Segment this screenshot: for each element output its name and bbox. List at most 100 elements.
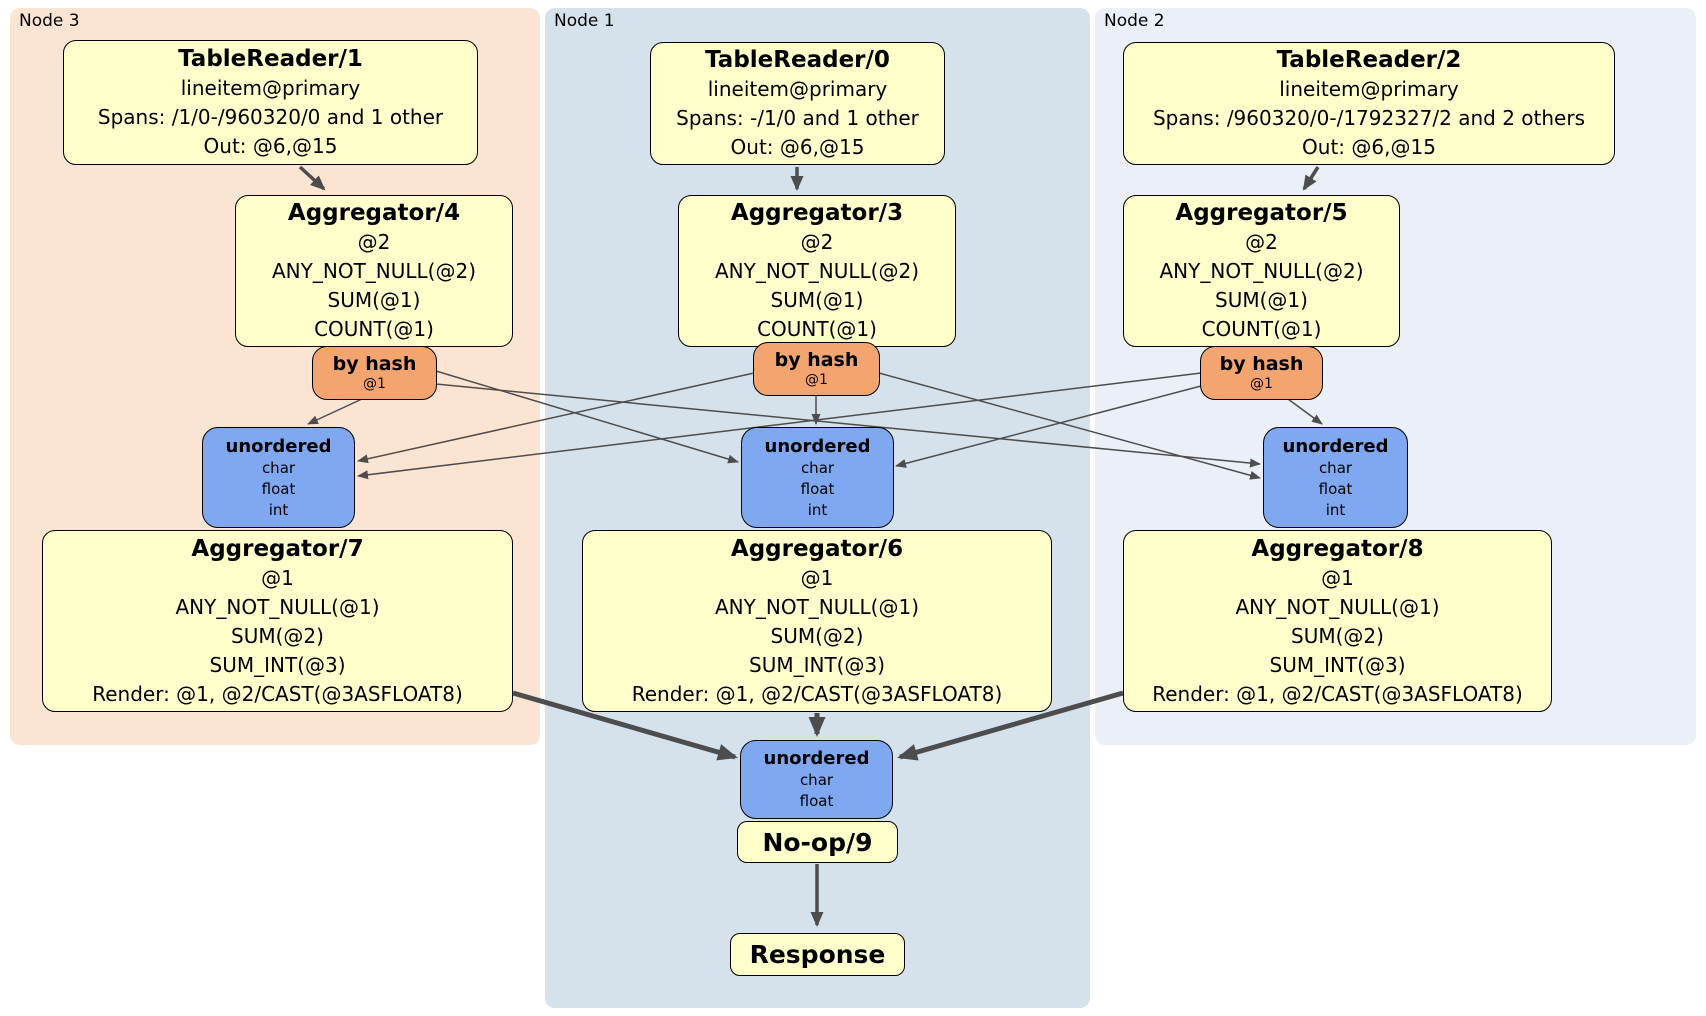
sync-stream: float — [261, 479, 296, 498]
processor-line: SUM(@1) — [1215, 288, 1308, 312]
edge-hash1-sync3 — [357, 372, 755, 464]
hash-router-node3: by hash @1 — [312, 346, 437, 400]
unordered-sync-node1: unordered char float int — [741, 427, 894, 528]
processor-line: @2 — [800, 230, 834, 254]
processor-line: ANY_NOT_NULL(@1) — [715, 594, 919, 619]
processor-title: TableReader/1 — [178, 46, 363, 72]
edge-hash3-sync3 — [307, 398, 363, 425]
edge-tr2-agg5 — [1302, 166, 1320, 191]
edge-hash2-sync1 — [895, 385, 1202, 468]
edge-agg7-finalsync — [512, 690, 738, 761]
router-title: by hash — [332, 353, 417, 375]
sync-stream: float — [1318, 479, 1353, 498]
processor-title: Aggregator/5 — [1175, 200, 1348, 226]
sync-stream: float — [799, 792, 834, 810]
processor-line: lineitem@primary — [707, 77, 888, 101]
processor-title: Aggregator/4 — [287, 200, 461, 226]
processor-line: ANY_NOT_NULL(@1) — [1235, 594, 1440, 619]
processor-line: SUM(@1) — [327, 288, 421, 312]
edge-hash1-sync2 — [878, 372, 1261, 480]
processor-title: Aggregator/7 — [191, 535, 364, 562]
sync-stream: char — [261, 458, 296, 477]
processor-line: Spans: /1/0-/960320/0 and 1 other — [97, 105, 444, 129]
edge-hash2-sync2 — [1287, 398, 1323, 425]
sync-stream: char — [1318, 458, 1353, 477]
processor-title: TableReader/2 — [1276, 47, 1462, 73]
processor-line: Out: @6,@15 — [730, 135, 865, 159]
router-key: @1 — [1250, 376, 1273, 392]
sync-title: unordered — [763, 748, 870, 769]
processor-title: Response — [749, 940, 886, 969]
processor-line: Render: @1, @2/CAST(@3ASFLOAT8) — [1152, 681, 1523, 706]
aggregator-5-box: Aggregator/5 @2 ANY_NOT_NULL(@2) SUM(@1)… — [1123, 195, 1400, 347]
processor-line: @2 — [357, 230, 391, 254]
sync-title: unordered — [225, 435, 332, 457]
processor-line: lineitem@primary — [1279, 77, 1459, 101]
processor-line: ANY_NOT_NULL(@2) — [715, 259, 919, 283]
unordered-sync-node3: unordered char float int — [202, 427, 355, 528]
router-key: @1 — [805, 372, 828, 388]
tablereader-1-box: TableReader/1 lineitem@primary Spans: /1… — [63, 40, 478, 165]
processor-line: @1 — [261, 565, 294, 590]
router-key: @1 — [363, 376, 386, 392]
tablereader-2-box: TableReader/2 lineitem@primary Spans: /9… — [1123, 42, 1615, 165]
processor-line: @1 — [1321, 565, 1354, 590]
router-title: by hash — [774, 349, 859, 371]
processor-title: Aggregator/8 — [1251, 535, 1424, 562]
response-box: Response — [730, 933, 905, 976]
tablereader-0-box: TableReader/0 lineitem@primary Spans: -/… — [650, 42, 945, 165]
aggregator-3-box: Aggregator/3 @2 ANY_NOT_NULL(@2) SUM(@1)… — [678, 195, 956, 347]
node1-label: Node 1 — [554, 11, 615, 31]
noop-9-box: No-op/9 — [737, 821, 898, 863]
processor-line: Spans: /960320/0-/1792327/2 and 2 others — [1152, 106, 1585, 130]
edge-hash3-sync2 — [435, 383, 1261, 468]
edge-hash3-sync1 — [435, 370, 739, 464]
processor-line: Render: @1, @2/CAST(@3ASFLOAT8) — [92, 681, 463, 706]
sync-title: unordered — [1282, 435, 1389, 457]
processor-title: Aggregator/3 — [730, 200, 904, 226]
processor-line: ANY_NOT_NULL(@2) — [1159, 259, 1364, 283]
aggregator-7-box: Aggregator/7 @1 ANY_NOT_NULL(@1) SUM(@2)… — [42, 530, 513, 712]
processor-line: SUM_INT(@3) — [209, 652, 346, 677]
processor-line: SUM_INT(@3) — [1269, 652, 1406, 677]
processor-line: COUNT(@1) — [314, 317, 434, 341]
node2-label: Node 2 — [1104, 11, 1165, 31]
hash-router-node1: by hash @1 — [753, 342, 880, 396]
processor-title: TableReader/0 — [705, 47, 890, 73]
sync-stream: char — [799, 771, 834, 789]
sync-stream: int — [807, 500, 828, 519]
processor-title: Aggregator/6 — [730, 535, 904, 562]
processor-line: @2 — [1245, 230, 1278, 254]
unordered-sync-final: unordered char float — [740, 740, 893, 819]
hash-router-node2: by hash @1 — [1200, 346, 1323, 400]
processor-line: @1 — [800, 565, 834, 590]
sync-stream: int — [268, 500, 289, 519]
edge-agg8-finalsync — [897, 690, 1124, 761]
processor-line: SUM(@2) — [231, 623, 324, 648]
processor-line: ANY_NOT_NULL(@2) — [272, 259, 476, 283]
router-title: by hash — [1219, 353, 1304, 375]
processor-line: COUNT(@1) — [757, 317, 877, 341]
sync-stream: float — [800, 479, 835, 498]
processor-line: SUM(@2) — [1291, 623, 1384, 648]
edge-tr1-agg4 — [298, 165, 326, 191]
processor-line: lineitem@primary — [180, 76, 361, 100]
sync-stream: char — [800, 458, 835, 477]
aggregator-6-box: Aggregator/6 @1 ANY_NOT_NULL(@1) SUM(@2)… — [582, 530, 1052, 712]
processor-line: ANY_NOT_NULL(@1) — [175, 594, 380, 619]
aggregator-4-box: Aggregator/4 @2 ANY_NOT_NULL(@2) SUM(@1)… — [235, 195, 513, 347]
aggregator-8-box: Aggregator/8 @1 ANY_NOT_NULL(@1) SUM(@2)… — [1123, 530, 1552, 712]
processor-line: Render: @1, @2/CAST(@3ASFLOAT8) — [631, 681, 1003, 706]
processor-line: COUNT(@1) — [1201, 317, 1322, 341]
processor-line: SUM_INT(@3) — [749, 652, 885, 677]
processor-title: No-op/9 — [762, 827, 873, 857]
processor-line: Out: @6,@15 — [1302, 135, 1436, 159]
sync-title: unordered — [764, 435, 871, 457]
processor-line: SUM(@1) — [770, 288, 864, 312]
edge-hash2-sync3 — [357, 372, 1202, 480]
unordered-sync-node2: unordered char float int — [1263, 427, 1408, 528]
processor-line: SUM(@2) — [770, 623, 864, 648]
sync-stream: int — [1325, 500, 1346, 519]
